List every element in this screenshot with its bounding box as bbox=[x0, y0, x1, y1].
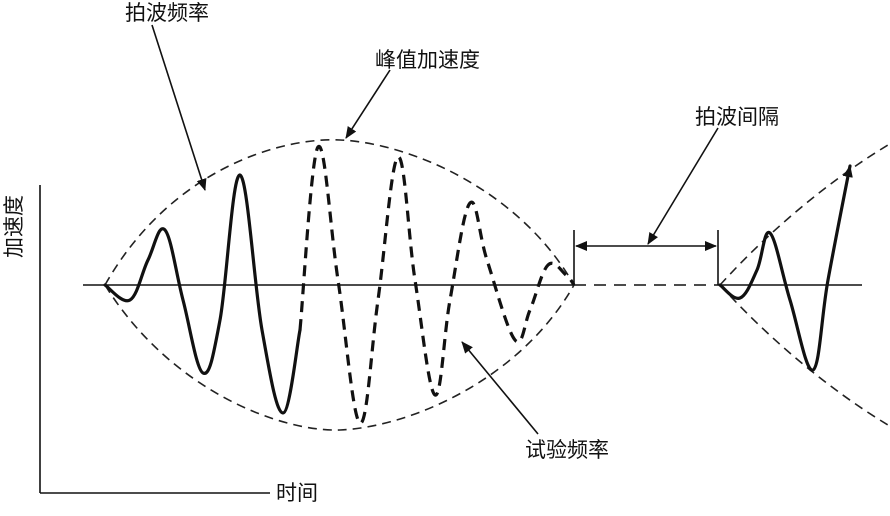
wave-solid bbox=[103, 173, 302, 415]
beat-interval-arrow bbox=[647, 127, 719, 245]
y-axis-label: 加速度 bbox=[2, 195, 26, 258]
beat-interval-label: 拍波间隔 bbox=[695, 105, 779, 129]
lower-envelope-2 bbox=[719, 284, 889, 426]
x-axis-label: 时间 bbox=[276, 481, 318, 505]
peak-acceleration-arrow bbox=[345, 69, 391, 139]
wave-dashed bbox=[298, 145, 576, 425]
upper-envelope bbox=[104, 139, 575, 286]
peak-acceleration-label: 峰值加速度 bbox=[375, 48, 480, 72]
wave-solid-second-beat bbox=[718, 164, 853, 372]
test-frequency-arrow bbox=[461, 341, 539, 435]
beat-frequency-label: 拍波频率 bbox=[125, 1, 209, 25]
upper-envelope-2 bbox=[719, 144, 889, 286]
beat-frequency-arrow bbox=[151, 24, 207, 191]
test-frequency-label: 试验频率 bbox=[525, 438, 609, 462]
lower-envelope bbox=[104, 284, 575, 431]
